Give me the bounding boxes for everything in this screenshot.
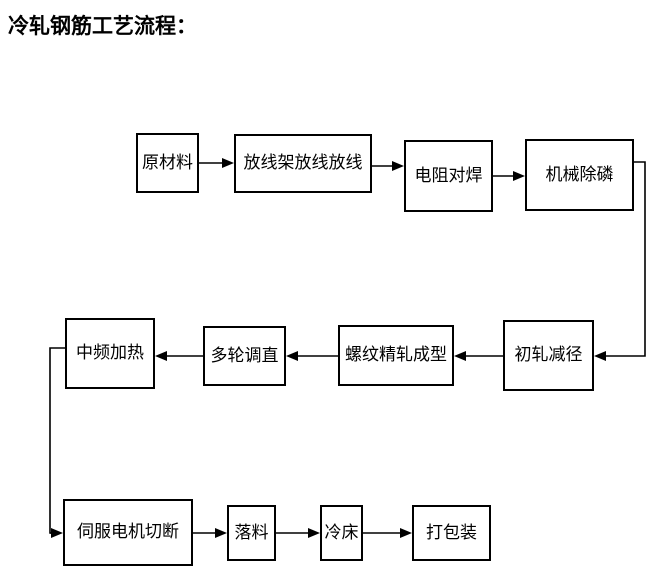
- node-cooling-bed[interactable]: 冷床: [320, 505, 363, 561]
- node-label: 伺服电机切断: [77, 522, 179, 542]
- node-servo-cutting[interactable]: 伺服电机切断: [63, 499, 193, 566]
- node-label: 原材料: [142, 152, 193, 173]
- connector-thread-roll-to-straightening: [286, 351, 338, 361]
- connector-cooling-bed-to-packaging: [363, 528, 412, 538]
- node-mf-heating[interactable]: 中频加热: [65, 318, 155, 389]
- node-label: 螺纹精轧成型: [345, 345, 447, 365]
- node-raw-material[interactable]: 原材料: [136, 133, 199, 193]
- node-label: 多轮调直: [210, 345, 279, 366]
- connector-rough-roll-to-thread-roll: [454, 351, 503, 361]
- node-label: 打包装: [426, 522, 477, 543]
- connector-payoff-reel-to-butt-welding: [372, 161, 404, 171]
- node-descaling[interactable]: 机械除磷: [525, 139, 634, 211]
- node-payoff-reel[interactable]: 放线架放线放线: [234, 134, 372, 193]
- node-label: 放线架放线放线: [243, 153, 363, 173]
- node-butt-welding[interactable]: 电阻对焊: [404, 140, 493, 212]
- node-blanking[interactable]: 落料: [227, 505, 276, 561]
- connector-raw-material-to-payoff-reel: [199, 158, 234, 168]
- node-label: 中频加热: [76, 343, 144, 363]
- node-rough-rolling[interactable]: 初轧减径: [503, 320, 594, 391]
- node-label: 初轧减径: [514, 345, 583, 365]
- connector-straightening-to-mf-heating: [155, 351, 203, 361]
- node-label: 冷床: [324, 522, 359, 543]
- connector-blanking-to-cooling-bed: [276, 528, 320, 538]
- node-straightening[interactable]: 多轮调直: [203, 326, 286, 386]
- connector-servo-cutting-to-blanking: [193, 528, 227, 538]
- node-label: 落料: [234, 522, 269, 543]
- node-label: 电阻对焊: [414, 165, 483, 186]
- node-packaging[interactable]: 打包装: [412, 505, 491, 561]
- node-thread-rolling[interactable]: 螺纹精轧成型: [338, 325, 454, 386]
- connector-butt-welding-to-descaling: [493, 171, 525, 181]
- page-title: 冷轧钢筋工艺流程：: [8, 14, 197, 38]
- node-label: 机械除磷: [545, 164, 614, 185]
